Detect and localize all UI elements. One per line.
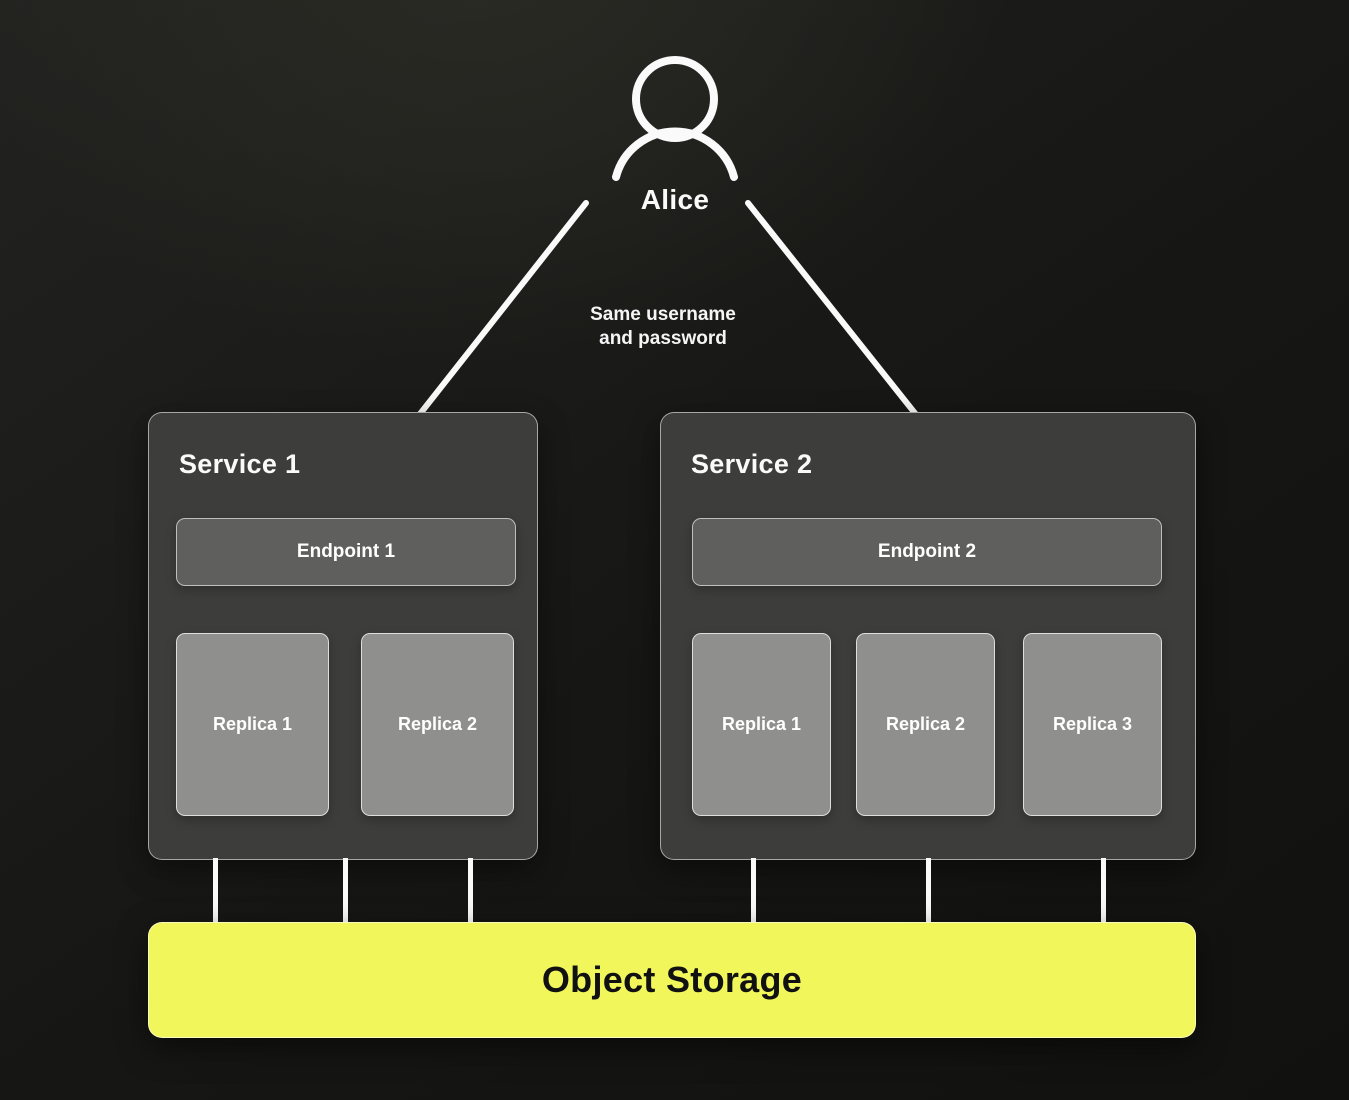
connector-line	[751, 858, 756, 924]
service-1-endpoint: Endpoint 1	[176, 518, 516, 586]
service-1-title: Service 1	[179, 449, 301, 479]
service-2-replica-1: Replica 1	[692, 633, 831, 816]
connector-line	[343, 858, 348, 924]
service-1-replica-1: Replica 1	[176, 633, 329, 816]
service-2-replica-2: Replica 2	[856, 633, 995, 816]
user-label: Alice	[640, 184, 710, 215]
object-storage-bar: Object Storage	[148, 922, 1196, 1038]
connector-line	[213, 858, 218, 924]
service-1-replica-2: Replica 2	[361, 633, 514, 816]
credentials-note: Same username and password	[590, 304, 736, 350]
connector-line	[926, 858, 931, 924]
person-icon	[612, 56, 738, 181]
service-2-title: Service 2	[691, 449, 813, 479]
service-2-replica-3: Replica 3	[1023, 633, 1162, 816]
service-2-endpoint: Endpoint 2	[692, 518, 1162, 586]
service-2-box: Service 2 Endpoint 2 Replica 1 Replica 2…	[660, 412, 1196, 860]
service-1-box: Service 1 Endpoint 1 Replica 1 Replica 2	[148, 412, 538, 860]
connector-line	[1101, 858, 1106, 924]
connector-line	[468, 858, 473, 924]
